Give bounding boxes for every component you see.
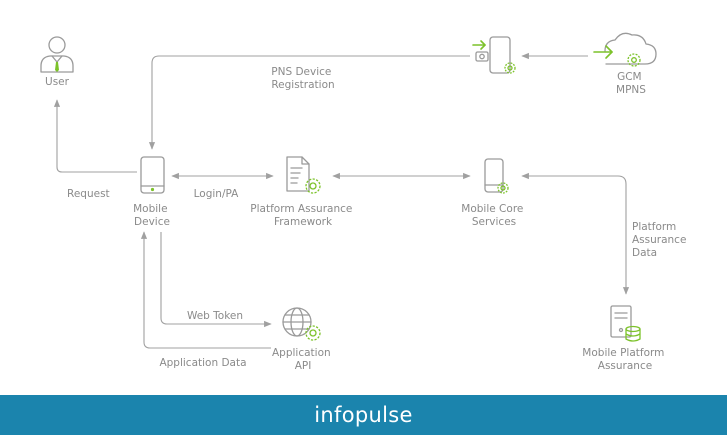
mobile-device-icon [140, 156, 165, 194]
footer-bar: infopulse [0, 395, 727, 435]
server-database-icon [610, 305, 641, 342]
pa-data-connector [521, 172, 630, 295]
pns-connector [148, 55, 470, 150]
request-label: Request [67, 188, 110, 200]
web-token-label: Web Token [187, 310, 243, 322]
phone-gear-icon [484, 158, 509, 194]
app-api-label: Application API [272, 347, 334, 372]
app-data-connector [140, 231, 271, 349]
request-connector [53, 99, 137, 173]
cloud-icon [593, 32, 657, 67]
push-device-icon [472, 36, 516, 74]
document-gear-icon [286, 156, 321, 194]
brand-logo: infopulse [314, 403, 413, 427]
architecture-diagram: User Mobile Device Platform Assurance Fr… [40, 32, 690, 372]
user-icon [40, 36, 74, 73]
login-label: Login/PA [194, 188, 240, 200]
gcm-label: GCM MPNS [616, 71, 646, 96]
web-token-connector [160, 232, 272, 328]
app-data-label: Application Data [159, 357, 246, 369]
mobile-device-label: Mobile Device [133, 203, 171, 228]
paf-label: Platform Assurance Framework [250, 203, 355, 228]
pns-label: PNS Device Registration [271, 66, 334, 91]
user-label: User [45, 76, 70, 88]
pa-data-label: Platform Assurance Data [632, 221, 690, 259]
mcs-label: Mobile Core Services [461, 203, 526, 228]
mpa-label: Mobile Platform Assurance [582, 347, 667, 372]
globe-gear-icon [282, 307, 321, 341]
